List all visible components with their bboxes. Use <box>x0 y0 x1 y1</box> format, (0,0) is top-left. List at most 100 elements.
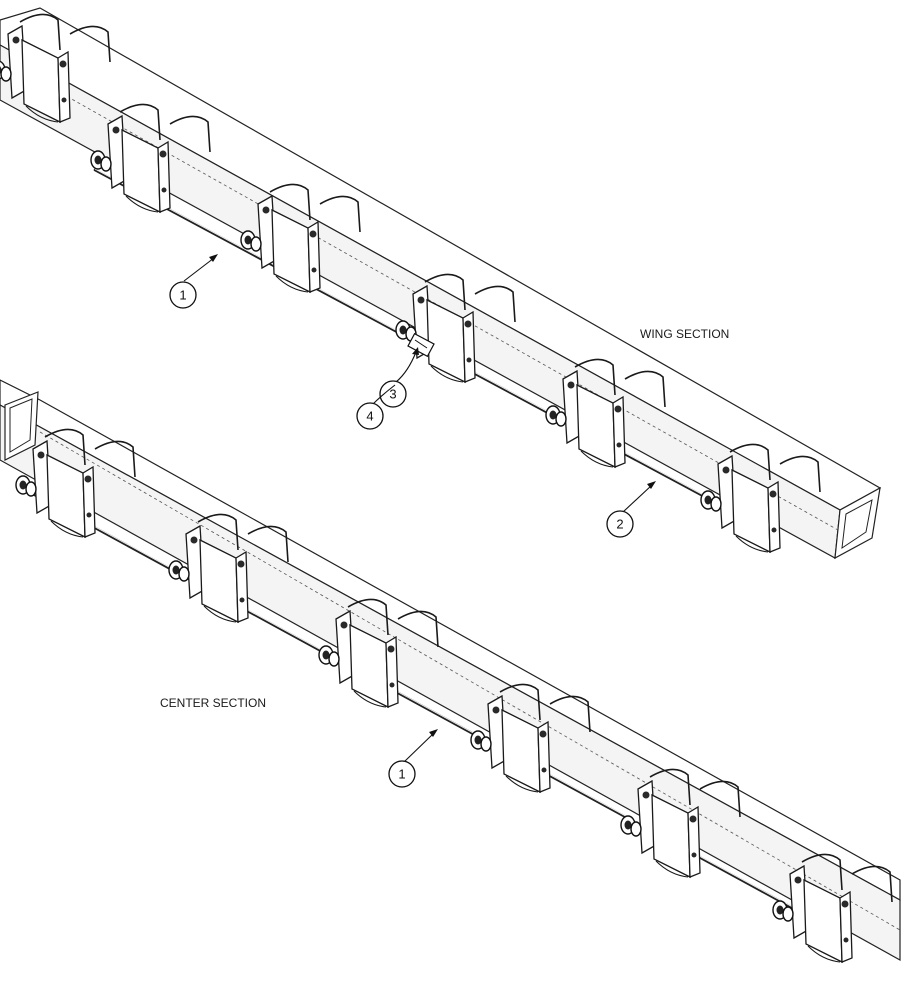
u-bolt <box>169 115 211 153</box>
callout-part-4-number: 4 <box>366 409 373 424</box>
bearing-hub <box>94 155 102 165</box>
wing-bracket-1 <box>0 13 111 124</box>
callout-wing-extension <box>606 510 634 538</box>
bearing-collar <box>25 481 37 497</box>
wing-bracket-3 <box>240 183 361 294</box>
bracket-flange <box>385 635 399 708</box>
bearing-collar <box>710 496 722 512</box>
bolt-head <box>389 682 395 688</box>
callout-part-4 <box>356 402 384 430</box>
wing-bracket-6 <box>700 443 821 554</box>
bracket-foot <box>735 535 769 553</box>
u-bolt <box>44 428 86 466</box>
bracket-flange <box>307 220 321 293</box>
bracket-flange <box>612 395 626 468</box>
bolt-head <box>239 597 245 603</box>
bracket-flange <box>537 720 551 793</box>
wing-bracket-2 <box>90 103 211 214</box>
bracket-flange <box>767 480 781 553</box>
u-bolt <box>94 440 136 478</box>
bolt-head <box>841 900 849 908</box>
u-bolt <box>649 768 691 806</box>
bolt-head <box>59 60 67 68</box>
bolt-head <box>190 536 198 544</box>
bracket-foot <box>275 275 309 293</box>
bearing-hub <box>474 735 482 745</box>
u-bolt <box>779 455 821 493</box>
u-bolt <box>197 513 239 551</box>
bearing-hub <box>19 480 27 490</box>
u-bolt <box>574 358 616 396</box>
callout-part-3-number: 3 <box>389 387 396 402</box>
bolt-head <box>539 730 547 738</box>
bolt-head <box>464 320 472 328</box>
bolt-head <box>37 451 45 459</box>
bearing-collar <box>480 736 492 752</box>
bracket-foot <box>580 450 614 468</box>
bracket-foot <box>125 195 159 213</box>
bolt-head <box>237 560 245 568</box>
wing-section-label: WING SECTION <box>640 327 729 341</box>
bolt-head <box>12 36 20 44</box>
wing-mounting-brackets <box>0 13 821 554</box>
u-bolt <box>347 598 389 636</box>
bracket-flange <box>235 550 249 623</box>
bolt-head <box>769 490 777 498</box>
bolt-head <box>794 876 802 884</box>
bracket-foot <box>505 775 539 793</box>
bolt-head <box>492 706 500 714</box>
bracket-flange <box>57 50 71 123</box>
bracket-foot <box>203 605 237 623</box>
bolt-head <box>722 466 730 474</box>
callout-wing-rod <box>169 281 197 309</box>
bearing-collar <box>250 236 262 252</box>
u-bolt <box>397 610 439 648</box>
bolt-head <box>689 815 697 823</box>
bearing-hub <box>624 820 632 830</box>
bracket-flange <box>82 465 96 538</box>
u-bolt <box>729 443 771 481</box>
bolt-head <box>466 357 472 363</box>
bolt-head <box>262 206 270 214</box>
bolt-head <box>771 527 777 533</box>
bolt-head <box>340 621 348 629</box>
callout-part-3 <box>379 380 407 408</box>
u-bolt <box>851 865 893 903</box>
callout-center-rod-number: 1 <box>398 767 405 782</box>
u-bolt <box>269 183 311 221</box>
bearing-hub <box>704 495 712 505</box>
center-bracket-1 <box>15 428 136 539</box>
center-bracket-6 <box>772 853 893 964</box>
u-bolt <box>69 25 111 63</box>
u-bolt <box>474 285 516 323</box>
center-bracket-4 <box>470 683 591 794</box>
bracket-foot <box>353 690 387 708</box>
bolt-head <box>84 475 92 483</box>
bolt-head <box>311 267 317 273</box>
u-bolt <box>424 273 466 311</box>
bolt-head <box>309 230 317 238</box>
u-bolt <box>319 195 361 233</box>
bracket-foot <box>655 860 689 878</box>
center-section-label: CENTER SECTION <box>160 696 266 710</box>
bracket-foot <box>807 945 841 963</box>
bolt-head <box>387 645 395 653</box>
bolt-head <box>112 126 120 134</box>
u-bolt <box>19 13 61 51</box>
bolt-head <box>614 405 622 413</box>
bracket-foot <box>50 520 84 538</box>
bearing-collar <box>782 906 794 922</box>
wing-bracket-5 <box>545 358 666 469</box>
bearing-hub <box>172 565 180 575</box>
bracket-flange <box>462 310 476 383</box>
center-bracket-5 <box>620 768 741 879</box>
bearing-collar <box>100 156 112 172</box>
bracket-foot <box>430 365 464 383</box>
bolt-head <box>417 296 425 304</box>
u-bolt <box>699 780 741 818</box>
bearing-collar <box>630 821 642 837</box>
bolt-head <box>567 381 575 389</box>
bearing-hub <box>244 235 252 245</box>
bearing-hub <box>399 325 407 335</box>
center-bracket-3 <box>318 598 439 709</box>
